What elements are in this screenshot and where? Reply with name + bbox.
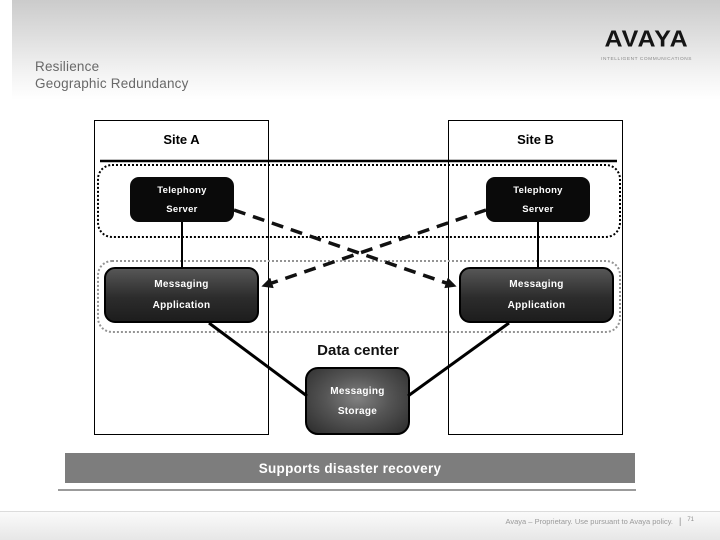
- messaging-storage-line1: Messaging: [330, 385, 385, 397]
- messaging-application-a-line1: Messaging: [154, 279, 209, 290]
- telephony-server-b-box: Telephony Server: [486, 177, 590, 222]
- messaging-application-a-line2: Application: [152, 300, 211, 311]
- messaging-storage-box: Messaging Storage: [305, 367, 410, 435]
- site-b-label: Site B: [517, 132, 554, 147]
- messaging-application-b-line2: Application: [507, 300, 566, 311]
- slide-title: Resilience Geographic Redundancy: [35, 58, 189, 93]
- footer-separator: |: [678, 516, 682, 526]
- banner-underline: [58, 489, 636, 491]
- messaging-application-a-box: Messaging Application: [104, 267, 259, 323]
- telephony-server-a-line1: Telephony: [157, 184, 207, 196]
- telephony-server-a-box: Telephony Server: [130, 177, 234, 222]
- telephony-server-b-line2: Server: [522, 203, 554, 215]
- messaging-application-b-box: Messaging Application: [459, 267, 614, 323]
- messaging-application-b-line1: Messaging: [509, 279, 564, 290]
- messaging-storage-line2: Storage: [337, 405, 378, 417]
- footer-band: [0, 511, 720, 540]
- avaya-logo: AVAYA INTELLIGENT COMMUNICATIONS: [601, 27, 692, 62]
- avaya-logo-wordmark: AVAYA: [604, 25, 689, 53]
- slide-title-line1: Resilience: [35, 59, 100, 74]
- disaster-recovery-banner-label: Supports disaster recovery: [258, 460, 442, 476]
- disaster-recovery-banner: Supports disaster recovery: [65, 453, 635, 483]
- data-center-label: Data center: [317, 342, 399, 359]
- avaya-logo-tagline: INTELLIGENT COMMUNICATIONS: [601, 57, 692, 62]
- footer-proprietary-text: Avaya – Proprietary. Use pursuant to Ava…: [505, 517, 673, 526]
- site-a-label: Site A: [163, 132, 200, 147]
- header-band: [12, 0, 720, 100]
- footer-page-number: 71: [687, 517, 694, 523]
- slide-title-line2: Geographic Redundancy: [35, 76, 189, 92]
- telephony-server-a-line2: Server: [166, 203, 198, 215]
- telephony-server-b-line1: Telephony: [513, 184, 563, 196]
- footer: Avaya – Proprietary. Use pursuant to Ava…: [505, 516, 694, 526]
